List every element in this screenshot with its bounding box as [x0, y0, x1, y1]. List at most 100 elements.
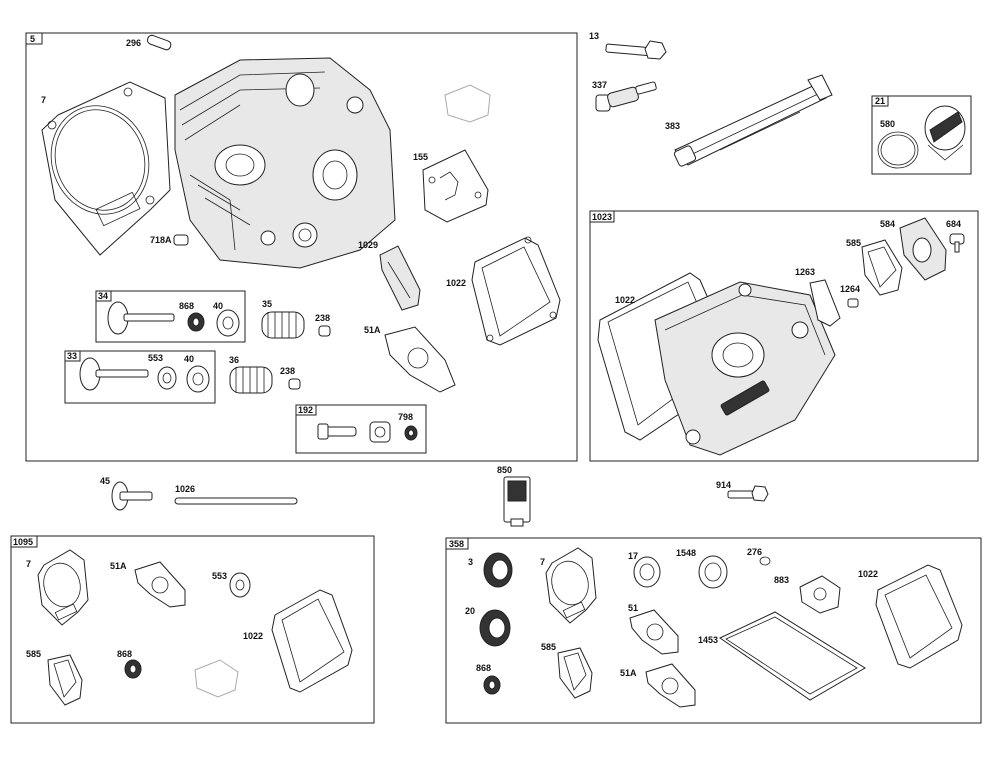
seal-868-b — [124, 659, 142, 679]
screw-684 — [949, 233, 965, 253]
o-ring-580 — [877, 131, 919, 169]
spring-36 — [229, 366, 273, 394]
bearing-1548 — [698, 555, 728, 589]
label-1453: 1453 — [698, 635, 718, 645]
group-192-frame — [295, 404, 427, 454]
label-7-c: 7 — [540, 557, 545, 567]
label-580: 580 — [880, 119, 895, 129]
label-1263: 1263 — [795, 267, 815, 277]
screw-1264 — [847, 298, 859, 308]
head-gasket-7 — [41, 81, 171, 256]
label-17: 17 — [628, 551, 638, 561]
gasket-51 — [629, 609, 679, 655]
stud-192 — [317, 423, 357, 440]
group-1095-frame — [10, 535, 375, 724]
label-1022-d: 1022 — [858, 569, 878, 579]
group-192-tag — [295, 404, 317, 416]
label-36: 36 — [229, 355, 239, 365]
group-358-label: 358 — [449, 539, 464, 549]
group-21-tag — [871, 95, 889, 107]
label-45: 45 — [100, 476, 110, 486]
gasket-1453 — [719, 611, 866, 701]
label-40-b: 40 — [184, 354, 194, 364]
label-7-a: 7 — [41, 95, 46, 105]
valve-34 — [107, 301, 175, 335]
seal-3 — [483, 552, 513, 588]
gasket-51a-b — [134, 561, 186, 608]
tube-383 — [673, 74, 833, 167]
o-ring-276 — [759, 556, 771, 566]
gasket-1022-c — [271, 589, 353, 693]
label-553-b: 553 — [212, 571, 227, 581]
seal-868-c — [483, 675, 501, 695]
label-585-b: 585 — [26, 649, 41, 659]
group-1023-label: 1023 — [592, 212, 612, 222]
group-1023: 1023 1022 585 584 — [589, 210, 979, 462]
label-7-b: 7 — [26, 559, 31, 569]
seal-20 — [479, 609, 511, 647]
label-13: 13 — [589, 31, 599, 41]
pin-718a — [173, 234, 189, 246]
bearing-17 — [633, 556, 661, 588]
group-358-frame — [445, 537, 982, 724]
label-35: 35 — [262, 299, 272, 309]
valve-33 — [79, 357, 149, 391]
gasket-585-c — [557, 647, 593, 699]
label-238-a: 238 — [315, 313, 330, 323]
gasket-51a-c — [645, 663, 696, 708]
label-914: 914 — [716, 480, 731, 490]
label-850: 850 — [497, 465, 512, 475]
group-358-tag — [445, 537, 469, 550]
label-718a: 718A — [150, 235, 172, 245]
group-34-label: 34 — [98, 291, 108, 301]
plate-1263 — [809, 279, 841, 327]
label-337: 337 — [592, 80, 607, 90]
label-1026: 1026 — [175, 484, 195, 494]
oil-cap — [924, 105, 966, 161]
gasket-ghost-a — [444, 84, 491, 123]
label-383: 383 — [665, 121, 680, 131]
group-5-tag — [25, 32, 43, 45]
label-868-c: 868 — [476, 663, 491, 673]
group-33-tag — [64, 350, 81, 362]
cylinder-head — [174, 57, 396, 269]
label-1022-c: 1022 — [243, 631, 263, 641]
label-40-a: 40 — [213, 301, 223, 311]
group-1095-tag — [10, 535, 38, 548]
group-21-label: 21 — [875, 96, 885, 106]
label-868-b: 868 — [117, 649, 132, 659]
label-276: 276 — [747, 547, 762, 557]
label-51a-c: 51A — [620, 668, 637, 678]
valve-cover — [654, 281, 836, 456]
gasket-585-a — [861, 239, 903, 296]
retainer-40-b — [186, 365, 210, 393]
label-1022-b: 1022 — [615, 295, 635, 305]
cover-plate-584 — [899, 217, 947, 281]
label-238-b: 238 — [280, 366, 295, 376]
seal-553-b — [229, 572, 251, 598]
label-155: 155 — [413, 152, 428, 162]
label-584: 584 — [880, 219, 895, 229]
label-3: 3 — [468, 557, 473, 567]
label-296: 296 — [126, 38, 141, 48]
cap-238-b — [288, 378, 301, 390]
label-585-c: 585 — [541, 642, 556, 652]
group-1095-label: 1095 — [13, 537, 33, 547]
gasket-1022-a — [471, 236, 561, 346]
group-34-frame — [95, 290, 246, 343]
gasket-883 — [799, 575, 841, 614]
group-1023-frame — [589, 210, 979, 462]
label-51: 51 — [628, 603, 638, 613]
nut-798 — [404, 425, 418, 441]
cap-238-a — [318, 325, 331, 337]
gasket-51a-a — [384, 326, 456, 393]
pin-296 — [146, 34, 172, 51]
part-45 — [111, 481, 153, 511]
head-gasket-7-b — [37, 549, 89, 626]
rocker-1029 — [379, 245, 421, 311]
nut-192 — [369, 421, 391, 443]
label-684: 684 — [946, 219, 961, 229]
seal-553-a — [157, 366, 177, 390]
label-51a-b: 51A — [110, 561, 127, 571]
